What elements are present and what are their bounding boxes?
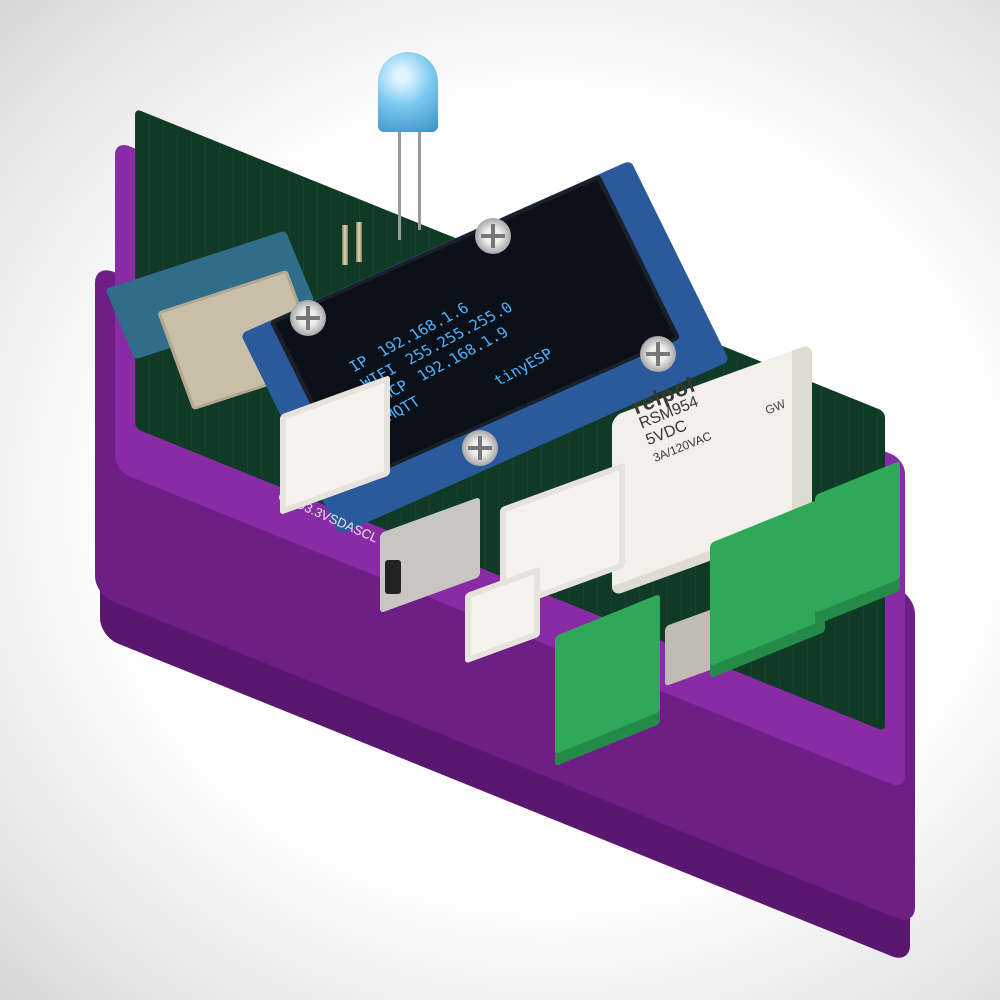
header-pin: [342, 225, 348, 265]
led-leg: [398, 130, 401, 240]
switch-knob[interactable]: [385, 560, 401, 594]
screw-icon: [290, 300, 326, 336]
screw-icon: [640, 336, 676, 372]
led-leg: [418, 130, 421, 230]
screw-icon: [462, 430, 498, 466]
header-pin: [356, 222, 362, 262]
screw-icon: [475, 218, 511, 254]
blue-led: [378, 52, 438, 132]
